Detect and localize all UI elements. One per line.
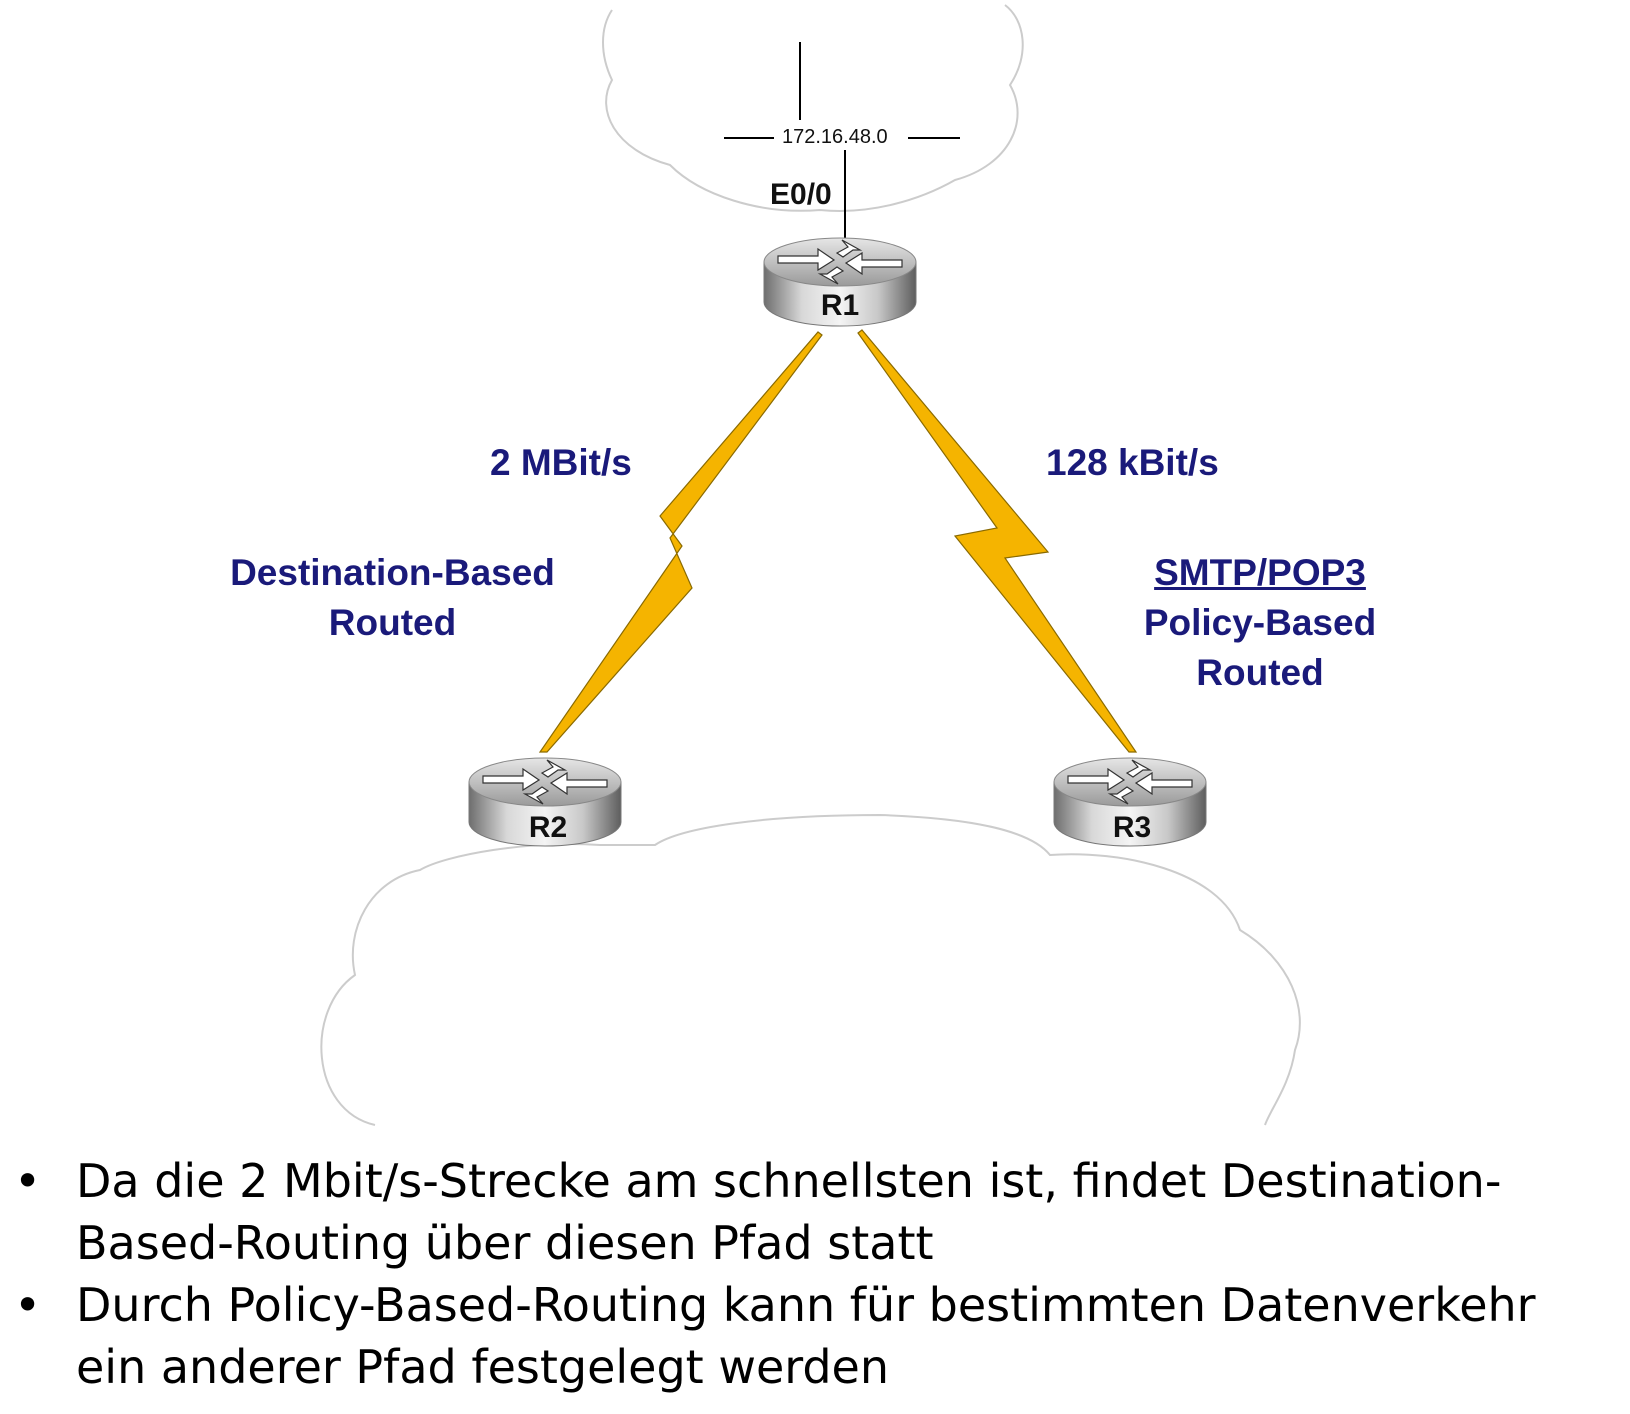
bullet-line: Durch Policy-Based-Routing kann für best… (76, 1278, 1536, 1332)
left-link-desc-line2: Routed (328, 602, 457, 643)
link-r1-r2-lightning (538, 331, 823, 753)
bullet-line: Da die 2 Mbit/s-Strecke am schnellsten i… (76, 1154, 1502, 1208)
bullet-item: • Da die 2 Mbit/s-Strecke am schnellsten… (0, 1150, 1630, 1274)
left-link-speed-label: 2 MBit/s (490, 442, 632, 483)
right-link-speed-label: 128 kBit/s (1046, 442, 1219, 483)
network-diagram: 172.16.48.0 E0/0 R1 R2 R3 2 MBit/s 128 k… (195, 4, 1420, 1126)
bullet-list: • Da die 2 Mbit/s-Strecke am schnellsten… (0, 1150, 1630, 1398)
right-link-desc-line2: Policy-Based (1143, 602, 1377, 643)
link-r1-r3-lightning (857, 329, 1138, 753)
right-link-description: SMTP/POP3 Policy-Based Routed (1100, 548, 1420, 698)
router-r1-label: R1 (820, 289, 860, 322)
bullet-marker: • (14, 1154, 42, 1208)
left-link-description: Destination-Based Routed (195, 548, 590, 648)
router-r3-label: R3 (1112, 811, 1152, 844)
bullet-line: ein anderer Pfad festgelegt werden (76, 1340, 889, 1394)
right-link-desc-line3: Routed (1196, 652, 1324, 693)
bullet-item: • Durch Policy-Based-Routing kann für be… (0, 1274, 1630, 1398)
network-address-label: 172.16.48.0 (780, 126, 890, 149)
right-link-desc-line1: SMTP/POP3 (1154, 552, 1366, 593)
bullet-line: Based-Routing über diesen Pfad statt (76, 1216, 934, 1270)
router-r2-label: R2 (528, 811, 568, 844)
diagram-canvas (320, 4, 1301, 1126)
bullet-marker: • (14, 1278, 42, 1332)
top-network-cloud (602, 4, 1024, 212)
left-link-desc-line1: Destination-Based (230, 552, 555, 593)
bottom-network-cloud (320, 813, 1301, 1126)
interface-label: E0/0 (770, 178, 832, 211)
